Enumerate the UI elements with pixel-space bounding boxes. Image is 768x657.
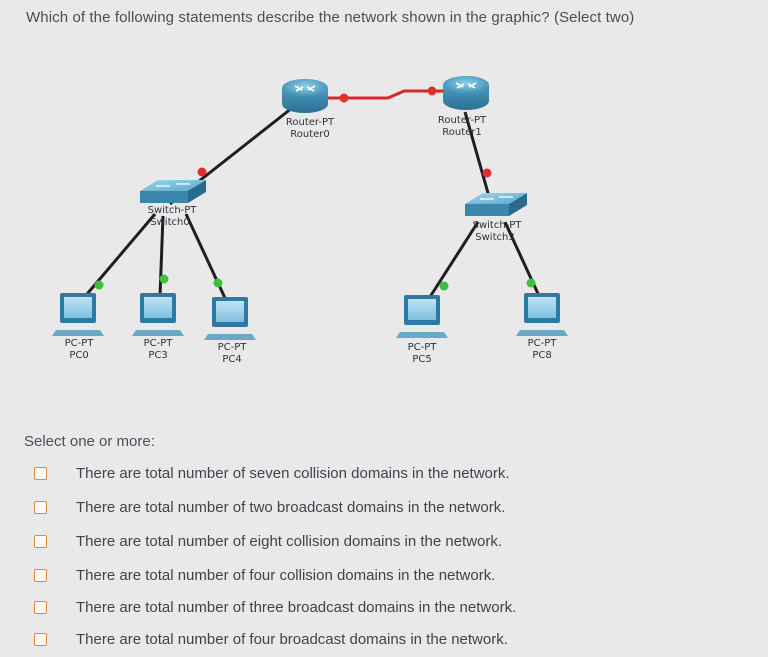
pc-icon[interactable]	[204, 297, 256, 340]
pc0-type-label: PC-PT	[65, 338, 95, 349]
router1-type-label: Router-PT	[438, 115, 487, 126]
port-indicators	[94, 86, 536, 291]
link-switch0-pc3	[158, 215, 165, 297]
option-checkbox[interactable]	[34, 534, 47, 548]
link-router1-switch3	[463, 111, 492, 201]
router-icon[interactable]	[282, 79, 328, 113]
device-labels: Router-PT Router0 Router-PT Router1 Swit…	[65, 115, 558, 365]
switch0-name-label: Switch0	[150, 217, 189, 228]
option-checkbox[interactable]	[34, 466, 47, 480]
link-switch3-pc5	[426, 221, 480, 301]
answer-option[interactable]: There are total number of seven collisio…	[0, 458, 768, 488]
answer-option[interactable]: There are total number of three broadcas…	[0, 592, 768, 622]
switch0-type-label: Switch-PT	[148, 205, 198, 216]
pc4-name-label: PC4	[222, 354, 241, 365]
link-switch0-pc0	[80, 213, 157, 301]
port-up-dot	[439, 281, 449, 291]
pc3-type-label: PC-PT	[144, 338, 174, 349]
pc-icon[interactable]	[52, 293, 104, 336]
option-label: There are total number of two broadcast …	[76, 498, 506, 516]
switch-icon[interactable]	[140, 180, 206, 203]
question-text: Which of the following statements descri…	[26, 9, 635, 26]
switch3-name-label: Switch3	[475, 232, 514, 243]
port-up-dot	[526, 278, 536, 288]
option-checkbox[interactable]	[34, 632, 47, 646]
switch3-type-label: Switch-PT	[473, 220, 523, 231]
port-down-dot	[339, 93, 349, 103]
option-checkbox[interactable]	[34, 500, 47, 514]
router0-type-label: Router-PT	[286, 117, 335, 128]
port-up-dot	[159, 274, 169, 284]
pc8-name-label: PC8	[532, 350, 551, 361]
port-down-dot	[197, 167, 207, 177]
port-down-dot	[482, 168, 492, 178]
pc5-name-label: PC5	[412, 354, 431, 365]
router0-name-label: Router0	[290, 129, 330, 140]
answer-option[interactable]: There are total number of two broadcast …	[0, 492, 768, 522]
port-down-dot	[427, 86, 437, 96]
answer-option[interactable]: There are total number of four broadcast…	[0, 624, 768, 654]
switch-icon[interactable]	[465, 193, 527, 216]
pc5-type-label: PC-PT	[408, 342, 438, 353]
answer-option[interactable]: There are total number of four collision…	[0, 560, 768, 590]
router-icon[interactable]	[443, 76, 489, 110]
option-label: There are total number of four broadcast…	[76, 630, 508, 648]
port-up-dot	[213, 278, 223, 288]
option-label: There are total number of eight collisio…	[76, 532, 503, 550]
option-checkbox[interactable]	[34, 600, 47, 614]
pc4-type-label: PC-PT	[218, 342, 248, 353]
pc-icon[interactable]	[516, 293, 568, 336]
select-prompt: Select one or more:	[24, 433, 155, 450]
answer-option[interactable]: There are total number of eight collisio…	[0, 526, 768, 556]
pc3-name-label: PC3	[148, 350, 167, 361]
option-label: There are total number of seven collisio…	[76, 464, 510, 482]
option-checkbox[interactable]	[34, 568, 47, 582]
pc0-name-label: PC0	[69, 350, 88, 361]
pc-icon[interactable]	[132, 293, 184, 336]
option-label: There are total number of four collision…	[76, 566, 496, 584]
port-up-dot	[94, 280, 104, 290]
network-diagram: Router-PT Router0 Router-PT Router1 Swit…	[52, 76, 568, 365]
router1-name-label: Router1	[442, 127, 482, 138]
pc-icon[interactable]	[396, 295, 448, 338]
option-label: There are total number of three broadcas…	[76, 598, 517, 616]
pc8-type-label: PC-PT	[528, 338, 558, 349]
